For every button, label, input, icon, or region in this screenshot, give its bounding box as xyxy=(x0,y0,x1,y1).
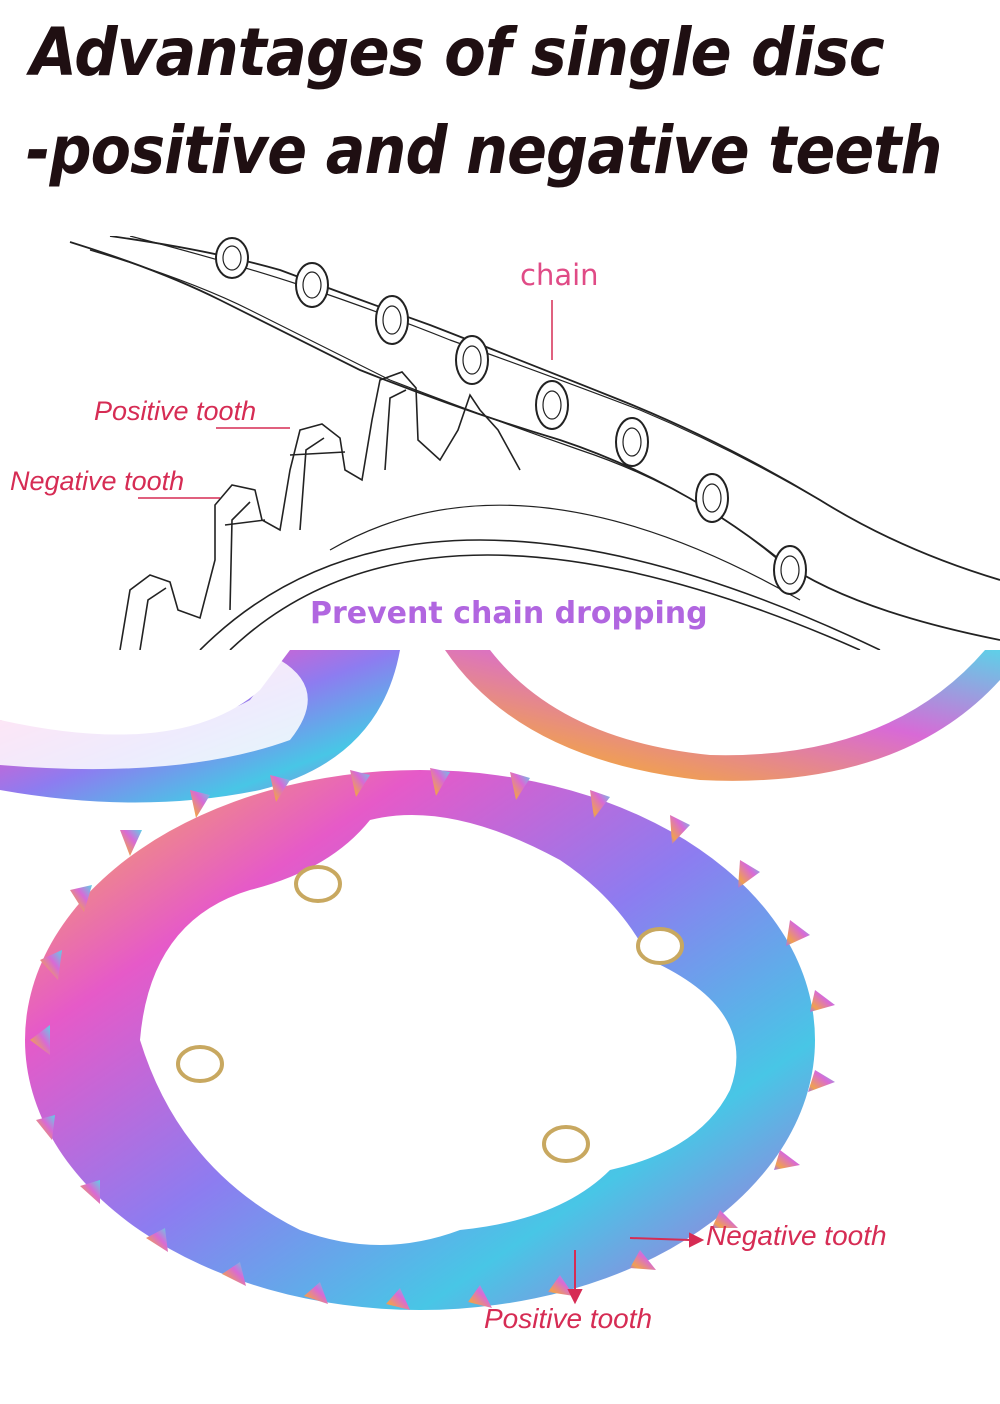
chain-links xyxy=(69,236,1000,641)
chainring-photo xyxy=(0,650,1000,1404)
callout-leaders xyxy=(138,300,553,499)
callout-arrows xyxy=(567,1232,705,1305)
prevent-chain-dropping-caption: Prevent chain dropping xyxy=(310,596,708,631)
chainring-outline xyxy=(119,371,881,650)
chainring-main xyxy=(25,768,835,1310)
positive-tooth-label-diagram: Positive tooth xyxy=(94,396,257,426)
chain-tooth-diagram xyxy=(69,236,1000,650)
chainring-top-right xyxy=(445,650,1000,781)
chain-label: chain xyxy=(520,258,599,292)
title-line-2: -positive and negative teeth xyxy=(26,112,942,189)
positive-tooth-label-photo: Positive tooth xyxy=(484,1303,653,1334)
negative-tooth-label-photo: Negative tooth xyxy=(706,1220,887,1251)
chainring-top-left xyxy=(0,650,400,803)
chain-rollers xyxy=(215,237,807,595)
negative-tooth-label-diagram: Negative tooth xyxy=(10,466,185,496)
title-line-1: Advantages of single disc xyxy=(30,14,885,91)
